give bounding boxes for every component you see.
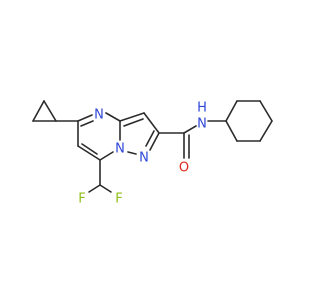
bond-c3a-c3 — [119, 112, 145, 122]
bond-c7-c6 — [77, 145, 101, 161]
bond-cyclohexyl-3 — [259, 100, 273, 122]
atom-n-pyrazole: N — [139, 151, 149, 166]
bond-c5-n4 — [77, 114, 93, 122]
atom-f-left: F — [78, 192, 85, 207]
bond-cyclopropyl-1 — [32, 100, 45, 122]
bond-n4-c3a — [105, 112, 121, 122]
atom-n-bridge: N — [115, 142, 125, 157]
bond-cyclohexyl-6 — [225, 120, 238, 142]
bond-n1-n-bridge — [127, 151, 137, 155]
bond-n-bridge-c7 — [99, 151, 114, 161]
molecule-diagram: N N N N H O F F — [32, 100, 273, 207]
bond-c5-n4-double — [80, 120, 94, 127]
bonds — [32, 100, 273, 193]
bond-c2-n1 — [149, 132, 160, 151]
bond-c7-c6-double — [81, 143, 98, 155]
bond-c3a-c3-double — [123, 118, 144, 127]
atom-n-pyrimidine: N — [94, 108, 104, 123]
bond-carbonyl-n — [183, 125, 197, 134]
atom-n-amide: N — [197, 117, 207, 132]
bond-c3-c2 — [143, 112, 160, 134]
atom-h-amide: H — [197, 101, 207, 116]
atom-o-carbonyl: O — [179, 161, 189, 176]
bond-chf2-f-left — [88, 184, 101, 193]
atom-f-right: F — [115, 192, 122, 207]
bond-c2-n1-double — [145, 130, 155, 147]
structure-svg: N N N N H O F F — [32, 100, 273, 207]
atom-labels: N N N N H O F F — [78, 101, 207, 207]
bond-chf2-f-right — [99, 184, 112, 193]
bond-cyclohexyl-4 — [259, 120, 273, 142]
bond-cyclopropyl-3 — [43, 100, 57, 122]
bond-cyclohexyl-1 — [225, 100, 238, 122]
